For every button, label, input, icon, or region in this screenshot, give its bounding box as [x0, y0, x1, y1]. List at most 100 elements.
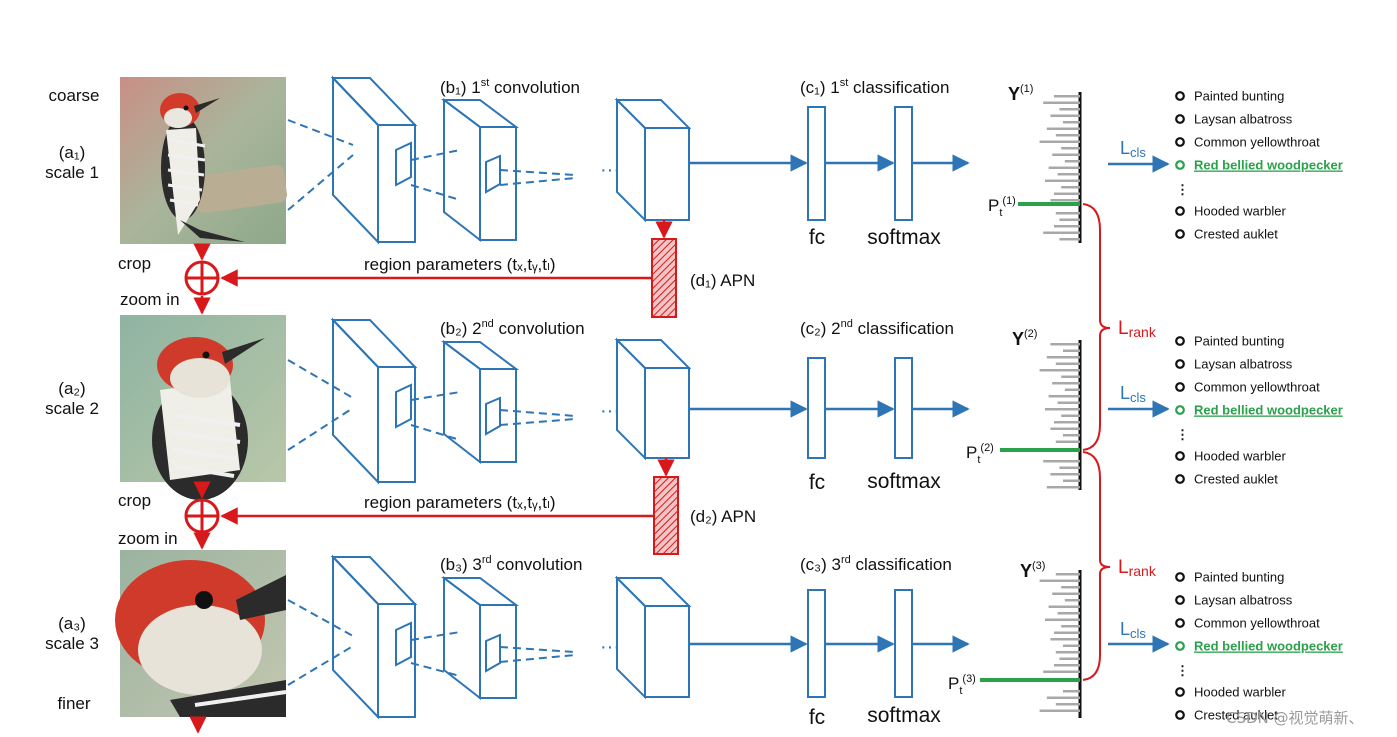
class-bullet: [1175, 641, 1185, 651]
class-name: Common yellowthroat: [1194, 380, 1320, 395]
histogram-bar: [1059, 238, 1080, 241]
histogram-bar: [1054, 192, 1080, 195]
conv-dots-row-3: ···: [600, 636, 620, 658]
histogram-bar: [1055, 212, 1080, 215]
histogram-bar: [1061, 186, 1080, 189]
conv-dots-row-1: ···: [600, 159, 620, 181]
y-label-2: Y(2): [1012, 328, 1037, 349]
softmax-label-2: softmax: [867, 470, 941, 493]
receptive-lines-row-1: [287, 119, 576, 211]
pt-label-2: Pt(2): [966, 442, 994, 466]
class-name: Crested auklet: [1194, 227, 1278, 242]
histogram-bar: [1052, 592, 1080, 595]
watermark: CSDN @视觉萌新、: [1226, 709, 1364, 727]
histogram-bar: [1054, 631, 1080, 634]
class-name: Painted bunting: [1194, 570, 1284, 585]
pt-label-1: Pt(1): [988, 195, 1016, 219]
histogram-bar: [1052, 153, 1080, 156]
histogram-bar: [1059, 466, 1080, 469]
class-name: Common yellowthroat: [1194, 135, 1320, 150]
class-name: Red bellied woodpecker: [1194, 639, 1343, 654]
class-name: Hooded warbler: [1194, 685, 1286, 700]
histogram-bar: [1046, 127, 1080, 130]
crop-zoom-op-1: [184, 260, 220, 296]
class-bullet: [1175, 687, 1185, 697]
histogram-bar: [1054, 664, 1080, 667]
class-name: Hooded warbler: [1194, 449, 1286, 464]
cls-label-3: (c₃) 3rd classification: [800, 554, 952, 574]
conv-block-1-row-3: [330, 554, 418, 720]
receptive-lines-row-2: [287, 359, 576, 451]
class-bullet: [1175, 206, 1185, 216]
scale-tag-3: (a₃): [58, 614, 86, 633]
histogram-bar: [1039, 369, 1080, 372]
scale-tag-2: (a₂): [58, 379, 85, 398]
rank-brace-2: [1082, 451, 1111, 681]
histogram-bar: [1064, 388, 1080, 391]
conv-block-1-row-2: [330, 317, 418, 485]
class-ellipsis: ⋮: [1176, 182, 1189, 197]
histogram-bar: [1054, 225, 1080, 228]
histogram-bar: [1063, 121, 1080, 124]
softmax-layer-3: [894, 589, 913, 698]
histogram-bar: [1054, 421, 1080, 424]
class-name: Crested auklet: [1194, 472, 1278, 487]
class-name: Crested auklet: [1194, 708, 1278, 723]
histogram-bar: [1055, 651, 1080, 654]
conv-label-1: (b₁) 1st convolution: [440, 77, 580, 97]
class-name: Red bellied woodpecker: [1194, 158, 1343, 173]
conv-dots-row-2: ···: [600, 400, 620, 422]
class-bullet: [1175, 618, 1185, 628]
histogram-bar: [1061, 147, 1080, 150]
class-name: Laysan albatross: [1194, 357, 1293, 372]
fc-label-1: fc: [809, 226, 825, 249]
cls-loss-label-1: Lcls: [1120, 138, 1146, 160]
scale-name-1: scale 1: [45, 163, 99, 182]
histogram-bar: [1059, 657, 1080, 660]
class-ellipsis: ⋮: [1176, 427, 1189, 442]
class-bullet: [1175, 710, 1185, 720]
class-bullet: [1175, 137, 1185, 147]
class-name: Hooded warbler: [1194, 204, 1286, 219]
histogram-bar: [1061, 375, 1080, 378]
class-bullet: [1175, 595, 1185, 605]
true-class-probability-bar: [1000, 448, 1080, 452]
histogram-bar: [1055, 703, 1080, 706]
histogram-bar: [1061, 414, 1080, 417]
conv-block-3-row-3: [614, 575, 692, 700]
histogram-bar: [1055, 362, 1080, 365]
apn-block-2: [653, 476, 679, 555]
softmax-label-1: softmax: [867, 226, 941, 249]
apn-label-2: (d₂) APN: [690, 507, 756, 526]
conv-block-2-row-1: [441, 98, 519, 243]
cls-loss-label-3: Lcls: [1120, 619, 1146, 641]
conv-label-3: (b₃) 3rd convolution: [440, 554, 582, 574]
class-name: Painted bunting: [1194, 89, 1284, 104]
conv-block-3-row-2: [614, 337, 692, 461]
histogram-bar: [1039, 579, 1080, 582]
conv-block-2-row-2: [441, 340, 519, 465]
probability-histogram-2: [1000, 340, 1082, 490]
probability-histogram-1: [1018, 92, 1082, 243]
histogram-bar: [1050, 427, 1080, 430]
class-name: Red bellied woodpecker: [1194, 403, 1343, 418]
histogram-bar: [1057, 612, 1080, 615]
true-class-probability-bar: [1018, 202, 1080, 206]
histogram-bar: [1043, 670, 1080, 673]
class-name: Laysan albatross: [1194, 593, 1293, 608]
histogram-bar: [1050, 343, 1080, 346]
softmax-label-3: softmax: [867, 704, 941, 727]
conv-block-3-row-1: [614, 97, 692, 223]
class-name: Painted bunting: [1194, 334, 1284, 349]
histogram-bar: [1061, 586, 1080, 589]
cls-label-2: (c₂) 2nd classification: [800, 318, 954, 338]
class-bullet: [1175, 382, 1185, 392]
fc-label-3: fc: [809, 706, 825, 729]
zoom-label-1: zoom in: [120, 290, 180, 309]
histogram-bar: [1048, 395, 1080, 398]
fc-layer-3: [807, 589, 826, 698]
coarse-label: coarse: [48, 86, 99, 105]
histogram-bar: [1046, 356, 1080, 359]
